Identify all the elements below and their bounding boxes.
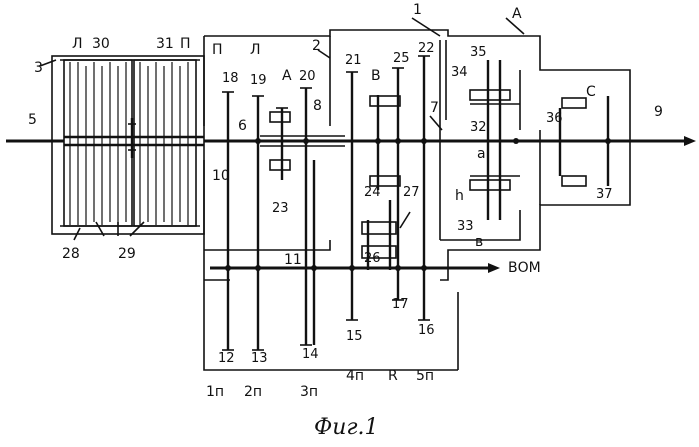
label-15: 15 <box>346 329 363 344</box>
range-3p: 3п <box>300 384 318 400</box>
label-6: 6 <box>238 118 247 134</box>
label-34: 34 <box>451 65 468 80</box>
label-A-gear: А <box>282 68 292 84</box>
label-27: 27 <box>403 185 420 200</box>
label-20: 20 <box>299 69 316 84</box>
label-A-top: А <box>512 6 522 22</box>
housing-outlines <box>52 30 630 370</box>
gear-range-labels: 1п 2п 3п 4п R 5п <box>206 368 434 400</box>
label-37: 37 <box>596 187 613 202</box>
clutch-packs <box>64 60 196 226</box>
label-5: 5 <box>28 112 37 128</box>
label-33: 33 <box>457 219 474 234</box>
label-13: 13 <box>251 351 268 366</box>
range-5p: 5п <box>416 368 434 384</box>
range-4p: 4п <box>346 368 364 384</box>
label-P-left: П <box>180 36 191 52</box>
label-32: 32 <box>470 120 487 135</box>
label-18: 18 <box>222 71 239 86</box>
label-35: 35 <box>470 45 487 60</box>
label-22: 22 <box>418 41 435 56</box>
label-26: 26 <box>364 251 381 266</box>
label-P-top: П <box>212 42 223 58</box>
label-10: 10 <box>212 168 230 184</box>
label-29: 29 <box>118 246 136 262</box>
label-12: 12 <box>218 351 235 366</box>
range-1p: 1п <box>206 384 224 400</box>
label-9: 9 <box>654 104 663 120</box>
label-2: 2 <box>312 38 321 54</box>
label-17: 17 <box>392 297 409 312</box>
label-16: 16 <box>418 323 435 338</box>
label-23: 23 <box>272 201 289 216</box>
label-a: а <box>477 146 486 162</box>
figure-caption: Фиг.1 <box>314 415 379 440</box>
label-C-gear: С <box>586 84 596 100</box>
label-30: 30 <box>92 36 110 52</box>
range-R: R <box>388 368 398 384</box>
label-14: 14 <box>302 347 319 362</box>
pto-label: ВОМ <box>508 260 541 276</box>
range-2p: 2п <box>244 384 262 400</box>
label-7: 7 <box>430 100 439 116</box>
label-h: h <box>455 188 464 204</box>
label-B-gear: В <box>371 68 381 84</box>
label-31: 31 <box>156 36 174 52</box>
label-19: 19 <box>250 73 267 88</box>
label-3: 3 <box>34 60 43 76</box>
label-8: 8 <box>313 98 322 114</box>
label-b-lower: в <box>475 234 483 250</box>
label-11: 11 <box>284 252 302 268</box>
label-24: 24 <box>364 185 381 200</box>
label-21: 21 <box>345 53 362 68</box>
label-1: 1 <box>413 2 422 18</box>
label-L-left: Л <box>72 36 83 52</box>
label-36: 36 <box>546 111 563 126</box>
label-28: 28 <box>62 246 80 262</box>
label-L-top: Л <box>250 42 261 58</box>
label-25: 25 <box>393 51 410 66</box>
